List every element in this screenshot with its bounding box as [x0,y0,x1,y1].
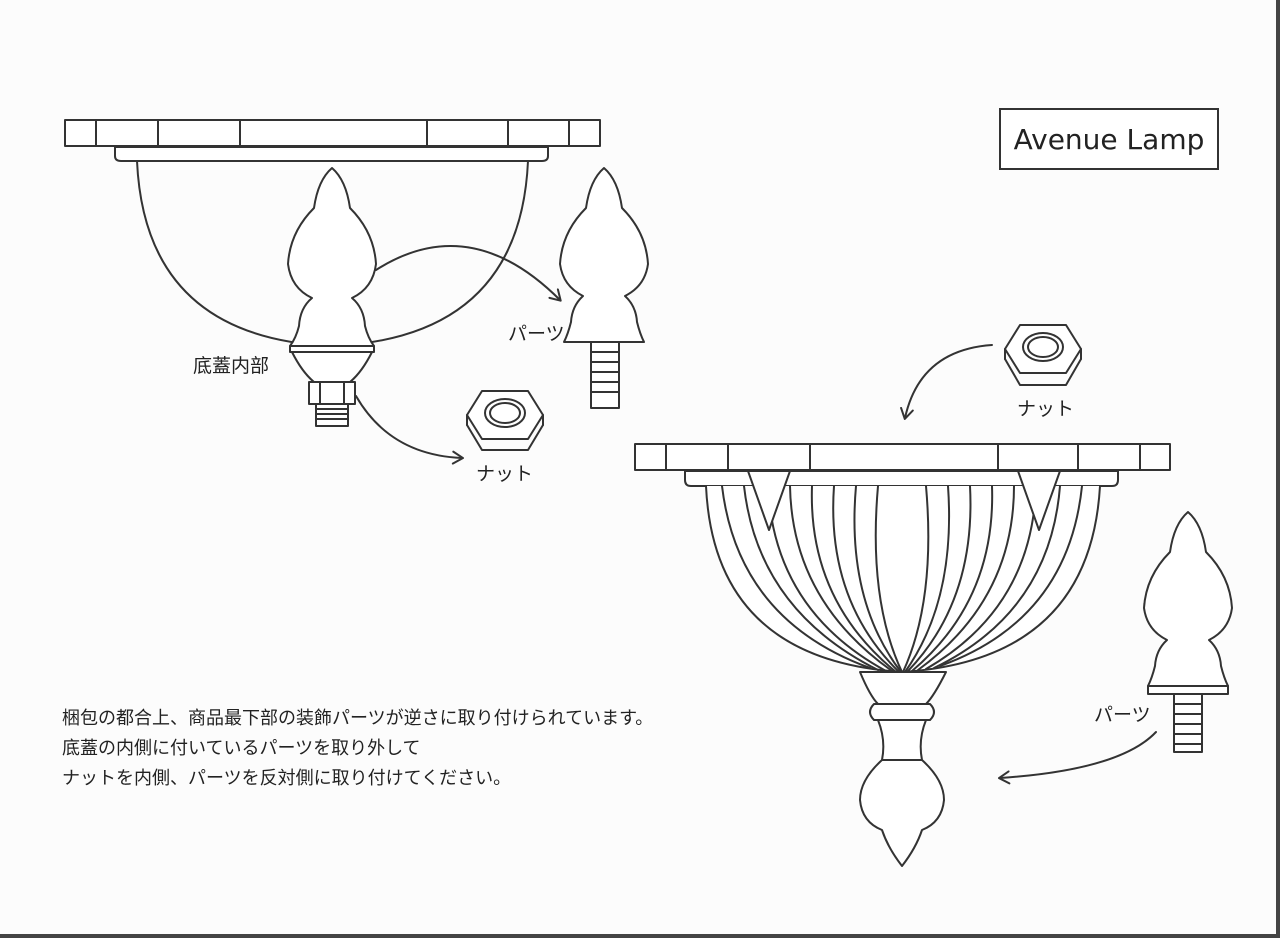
label-parts-right: パーツ [1094,704,1151,726]
product-title: Avenue Lamp [1013,122,1205,156]
label-bottom-cover-inside: 底蓋内部 [193,355,270,377]
nut-left [466,390,544,451]
left-finial [287,167,377,427]
arrow-parts-to-bottom [998,731,1157,785]
label-nut-right: ナット [1017,398,1075,420]
right-cover-plate [634,443,1171,487]
removed-parts-top [559,167,649,409]
right-bottom-finial [859,671,947,867]
instruction-line: ナットを内側、パーツを反対側に取り付けてください。 [62,768,512,789]
label-nut-left: ナット [476,463,534,485]
instruction-line: 底蓋の内側に付いているパーツを取り外して [62,738,421,759]
removed-parts-right [1143,511,1233,753]
left-cover-plate [64,119,601,162]
product-title-box: Avenue Lamp [999,108,1219,170]
instruction-line: 梱包の都合上、商品最下部の装飾パーツが逆さに取り付けられています。 [62,708,654,729]
right-bowl [705,470,1101,673]
arrow-nut-to-inside [900,344,993,420]
instructions: 梱包の都合上、商品最下部の装飾パーツが逆さに取り付けられています。 底蓋の内側に… [62,704,782,794]
nut-right [1004,324,1082,386]
arrow-to-parts [375,245,562,302]
arrow-to-nut-left [355,395,464,465]
label-parts-top: パーツ [508,323,565,345]
